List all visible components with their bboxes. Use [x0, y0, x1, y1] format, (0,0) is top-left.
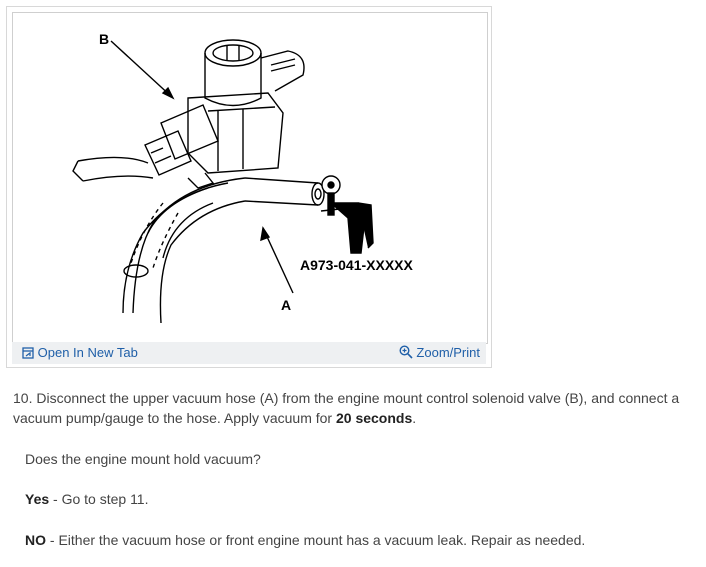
- no-label: NO: [25, 532, 46, 548]
- callout-a: A: [281, 297, 292, 313]
- open-in-new-tab-link[interactable]: Open In New Tab: [22, 345, 138, 360]
- zoom-print-label: Zoom/Print: [416, 345, 480, 360]
- figure-card: B A A973-041-XXXXX Open In New Tab Zoom/…: [6, 6, 492, 368]
- zoom-in-icon: [399, 345, 413, 359]
- yes-text: - Go to step 11.: [49, 491, 149, 507]
- open-in-new-tab-label: Open In New Tab: [37, 345, 138, 360]
- figure-footer: Open In New Tab Zoom/Print: [12, 342, 486, 364]
- external-link-icon: [22, 347, 34, 359]
- diagram-image: B A A973-041-XXXXX: [12, 12, 488, 344]
- step-10-main: 10. Disconnect the upper vacuum hose (A)…: [13, 390, 680, 426]
- question-text: Does the engine mount hold vacuum?: [25, 451, 261, 467]
- callout-b: B: [99, 31, 110, 47]
- yes-label: Yes: [25, 491, 50, 507]
- part-number-label: A973-041-XXXXX: [300, 257, 413, 273]
- solenoid-valve-drawing: [72, 39, 374, 324]
- zoom-print-link[interactable]: Zoom/Print: [399, 345, 480, 360]
- step-10-duration: 20 seconds: [335, 410, 413, 426]
- step-10-end: .: [412, 410, 417, 426]
- no-text: - Either the vacuum hose or front engine…: [46, 532, 586, 548]
- no-answer: NO - Either the vacuum hose or front eng…: [25, 532, 585, 548]
- yes-answer: Yes - Go to step 11.: [25, 491, 149, 507]
- step-10-text: 10. Disconnect the upper vacuum hose (A)…: [13, 388, 698, 428]
